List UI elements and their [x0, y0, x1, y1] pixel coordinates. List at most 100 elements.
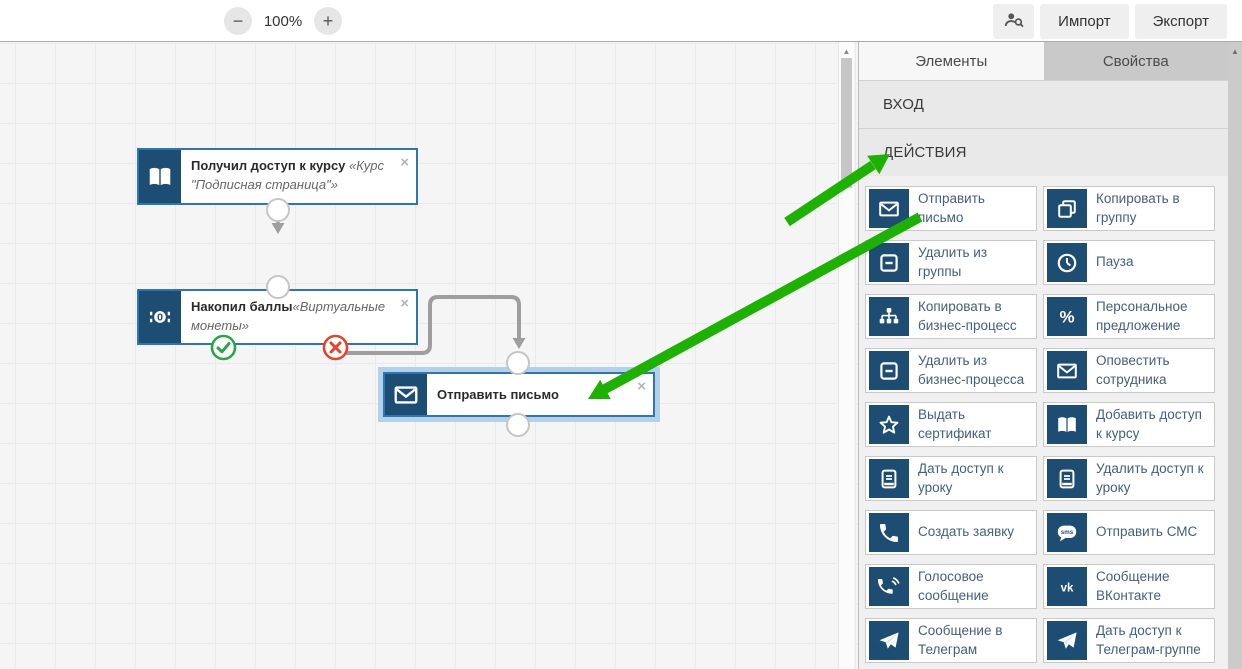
action-label: Голосовое сообщение [918, 569, 989, 603]
action-label: Удалить из бизнес-процесса [918, 353, 1025, 387]
banknote-icon: 0 [139, 291, 181, 343]
action-label: Дать доступ к уроку [918, 461, 1004, 495]
node-subtitle: «Курс "Подписная страница"» [191, 158, 385, 192]
page-scrollbar[interactable]: ▲ [1228, 42, 1242, 669]
zoom-out-button[interactable]: − [224, 7, 252, 35]
sidebar-tabs: Элементы Свойства [859, 42, 1228, 80]
action-label: Оповестить сотрудника [1096, 353, 1170, 387]
action-label: Копировать в группу [1096, 191, 1180, 225]
envelope-icon [385, 374, 427, 415]
connector-lines [271, 180, 526, 355]
zoom-level: 100% [263, 12, 303, 30]
square-minus-icon [869, 243, 909, 282]
action-item[interactable]: Создать заявку [865, 510, 1037, 555]
telegram-icon [869, 621, 909, 660]
action-item[interactable]: Добавить доступ к курсу [1043, 402, 1215, 447]
node1-out-port[interactable] [266, 198, 290, 222]
action-item[interactable]: Удалить из бизнес-процесса [865, 348, 1037, 393]
lesson-book-icon [869, 459, 909, 498]
envelope-icon [1047, 351, 1087, 390]
action-label: Дать доступ к Телеграм-группе [1096, 623, 1201, 657]
action-item[interactable]: vk Сообщение ВКонтакте [1043, 564, 1215, 609]
phone-icon [869, 513, 909, 552]
node-course-access[interactable]: Получил доступ к курсу «Курс "Подписная … [137, 148, 418, 205]
action-label: Персональное предложение [1096, 299, 1188, 333]
flow-canvas[interactable]: Получил доступ к курсу «Курс "Подписная … [0, 42, 858, 669]
action-label: Сообщение в Телеграм [918, 623, 1003, 657]
zoom-controls: − 100% + [224, 7, 342, 35]
close-icon[interactable]: × [637, 378, 646, 395]
canvas-scrollbar-thumb[interactable] [841, 58, 852, 188]
close-icon[interactable]: × [400, 295, 409, 312]
node-title: Отправить письмо [437, 386, 559, 402]
svg-text:0: 0 [157, 312, 163, 324]
node-text: Отправить письмо [427, 374, 653, 415]
open-book-icon [1047, 405, 1087, 444]
scroll-up-icon[interactable]: ▲ [842, 47, 851, 56]
vk-icon: vk [1047, 567, 1087, 606]
svg-text:vk: vk [1061, 582, 1074, 594]
envelope-icon [869, 189, 909, 228]
copy-icon [1047, 189, 1087, 228]
action-item[interactable]: % Персональное предложение [1043, 294, 1215, 339]
user-search-icon [1003, 9, 1025, 35]
lesson-book-icon [1047, 459, 1087, 498]
action-label: Копировать в бизнес-процесс [918, 299, 1017, 333]
action-item[interactable]: Оповестить сотрудника [1043, 348, 1215, 393]
action-label: Удалить из группы [918, 245, 988, 279]
action-item[interactable]: Удалить из группы [865, 240, 1037, 285]
action-label: Выдать сертификат [918, 407, 992, 441]
node-send-email[interactable]: Отправить письмо × [383, 372, 655, 417]
action-item[interactable]: sms Отправить СМС [1043, 510, 1215, 555]
action-item[interactable]: Дать доступ к Телеграм-группе [1043, 618, 1215, 663]
node-title: Получил доступ к курсу [191, 158, 350, 173]
toolbar-right: Импорт Экспорт [993, 4, 1227, 39]
action-item[interactable]: Отправить письмо [865, 186, 1037, 231]
action-item[interactable]: Удалить доступ к уроку [1043, 456, 1215, 501]
user-search-button[interactable] [993, 4, 1035, 39]
canvas-scrollbar[interactable]: ▲ [838, 42, 854, 669]
sms-icon: sms [1047, 513, 1087, 552]
telegram-icon [1047, 621, 1087, 660]
fail-cross-icon[interactable] [322, 334, 349, 361]
toolbar: − 100% + Импорт Экспорт [0, 0, 1242, 42]
node3-out-port[interactable] [506, 413, 530, 437]
phone-waves-icon [869, 567, 909, 606]
action-item[interactable]: Сообщение в Телеграм [865, 618, 1037, 663]
action-item[interactable]: Выдать сертификат [865, 402, 1037, 447]
tab-properties[interactable]: Свойства [1043, 42, 1228, 80]
tab-elements[interactable]: Элементы [859, 42, 1044, 80]
action-label: Сообщение ВКонтакте [1096, 569, 1170, 603]
section-actions[interactable]: ДЕЙСТВИЯ [859, 128, 1228, 176]
section-entry[interactable]: ВХОД [859, 80, 1228, 128]
action-label: Пауза [1096, 254, 1134, 270]
node-title: Накопил баллы [191, 299, 293, 314]
node-text: Получил доступ к курсу «Курс "Подписная … [181, 150, 416, 203]
action-item[interactable]: Копировать в бизнес-процесс [865, 294, 1037, 339]
star-icon [869, 405, 909, 444]
node2-in-port[interactable] [266, 275, 290, 299]
action-item[interactable]: Пауза [1043, 240, 1215, 285]
action-item[interactable]: Голосовое сообщение [865, 564, 1037, 609]
action-item[interactable]: Копировать в группу [1043, 186, 1215, 231]
success-check-icon[interactable] [210, 334, 237, 361]
percent-icon: % [1047, 297, 1087, 336]
action-label: Добавить доступ к курсу [1096, 407, 1202, 441]
svg-text:%: % [1059, 307, 1074, 326]
action-label: Создать заявку [918, 524, 1015, 540]
action-label: Отправить СМС [1096, 524, 1198, 540]
action-item[interactable]: Дать доступ к уроку [865, 456, 1037, 501]
org-chart-icon [869, 297, 909, 336]
action-label: Отправить письмо [918, 191, 985, 225]
export-button[interactable]: Экспорт [1134, 4, 1227, 39]
node3-in-port[interactable] [506, 351, 530, 375]
import-button[interactable]: Импорт [1040, 4, 1129, 39]
zoom-in-button[interactable]: + [314, 7, 342, 35]
action-label: Удалить доступ к уроку [1096, 461, 1204, 495]
scroll-up-icon[interactable]: ▲ [1231, 47, 1239, 56]
svg-text:sms: sms [1061, 529, 1074, 536]
close-icon[interactable]: × [400, 154, 409, 171]
sidebar: Элементы Свойства ВХОД ДЕЙСТВИЯ Отправит… [858, 42, 1228, 669]
